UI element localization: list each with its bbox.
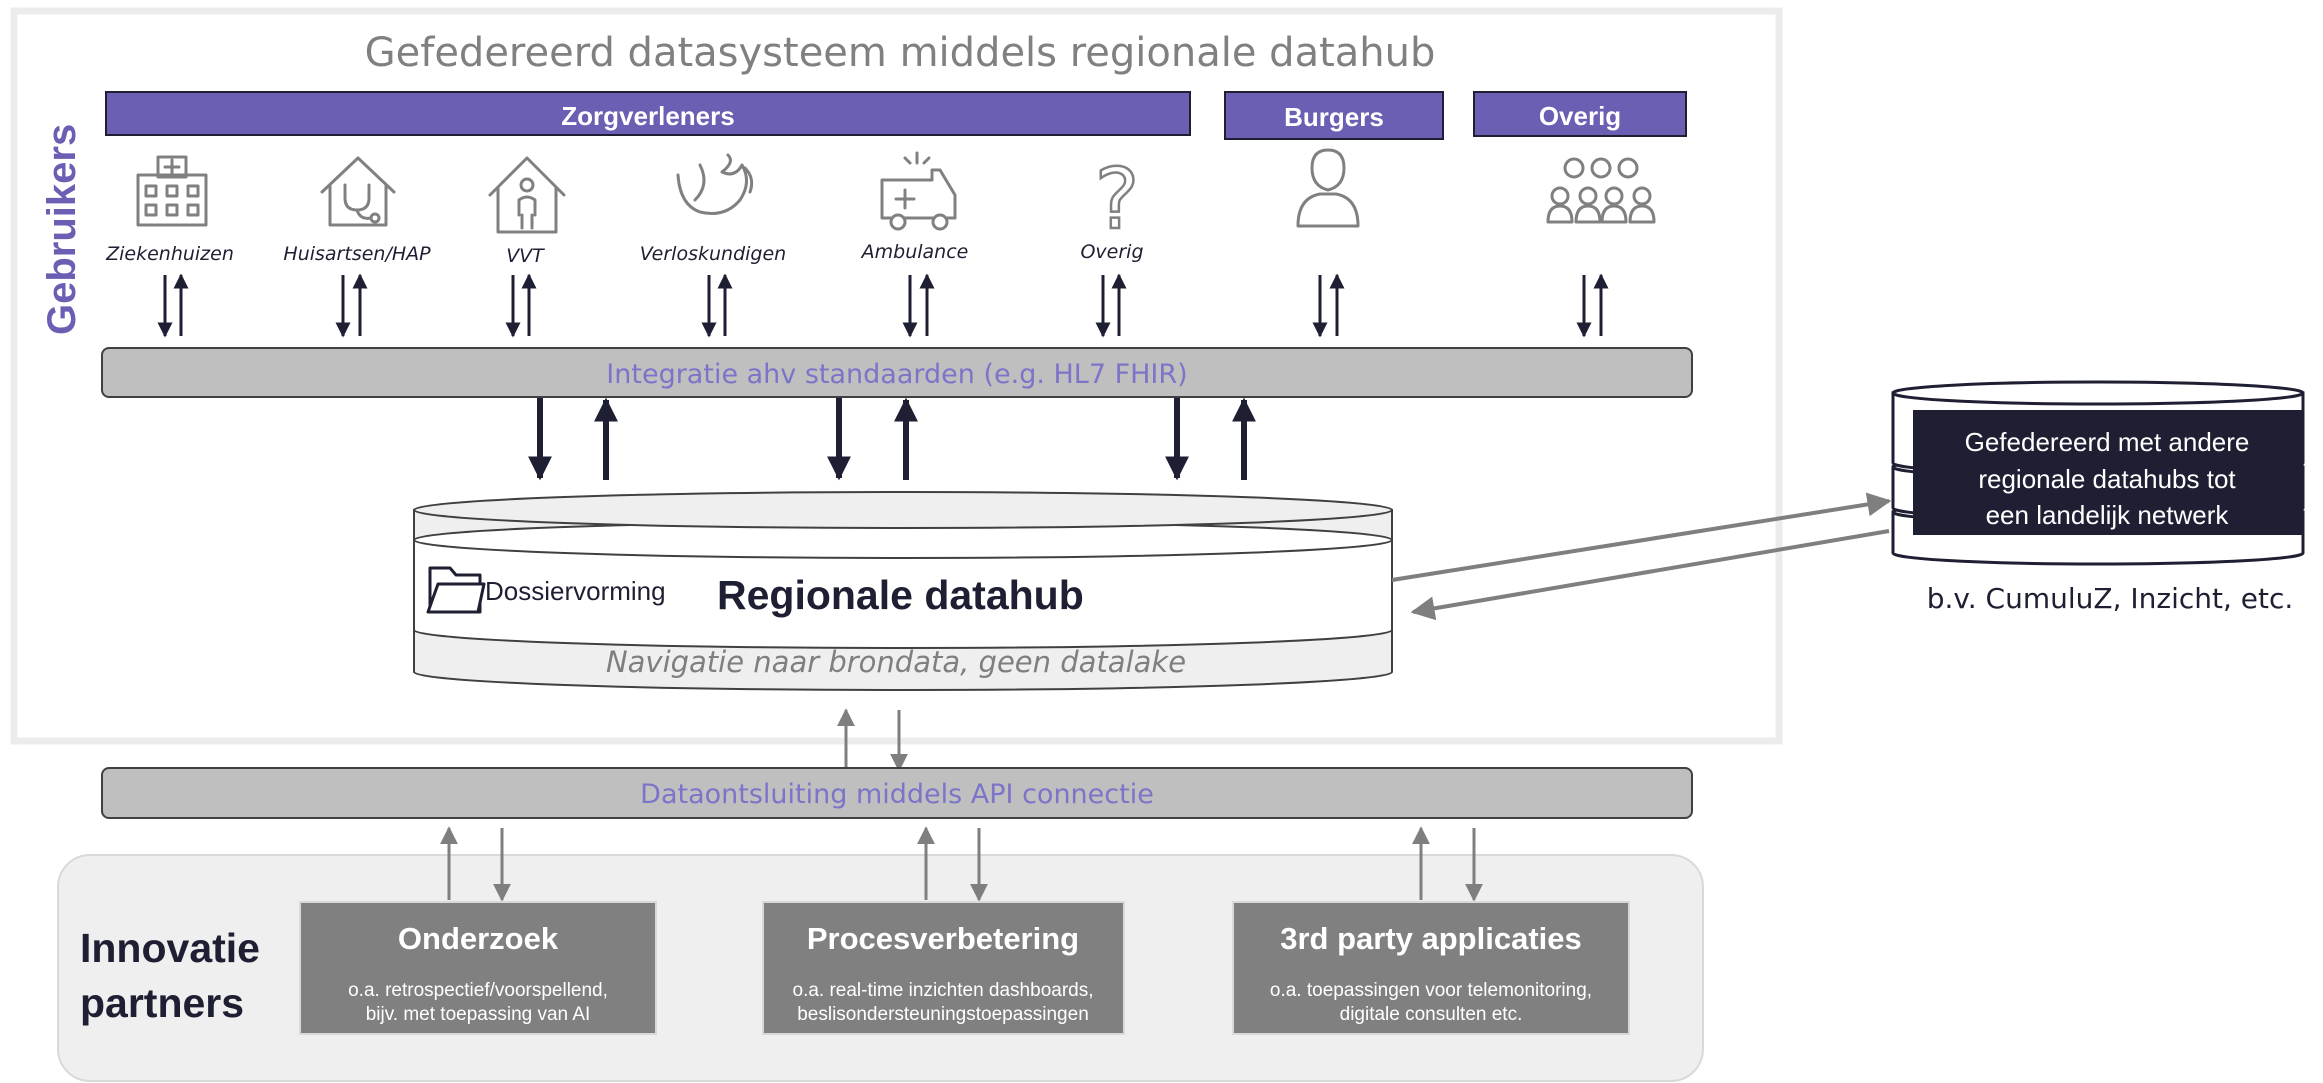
user-label: VVT [506,245,545,267]
house-stethoscope-icon [320,156,396,227]
zorgverleners-label: Zorgverleners [561,101,734,131]
partners-label: Innovatie [80,925,260,971]
partner-box-onderzoek: Onderzoek o.a. retrospectief/voorspellen… [299,901,657,1035]
user-arrows [902,273,935,338]
datahub-subtitle: Navigatie naar brondata, geen datalake [606,645,1186,679]
partner-box-text: o.a. retrospectief/voorspellend, [348,980,608,1001]
user-label: Ambulance [860,241,969,263]
datahub-title: Regionale datahub [717,572,1084,618]
partner-box-text: bijv. met toepassing van AI [366,1004,591,1025]
user-arrows [1095,273,1127,338]
overig-group-label: Overig [1539,101,1621,131]
group-icon [1546,157,1656,224]
hub-arrows [827,397,918,481]
person-icon [1296,148,1360,228]
diagram-title: Gefedereerd datasysteem middels regional… [365,30,1436,76]
user-label: Verloskundigen [640,243,786,265]
partner-arrows [917,826,988,902]
house-person-icon [488,156,566,234]
hub-arrows [1165,397,1256,481]
user-arrows [701,273,733,338]
datahub-cylinder [413,491,1393,691]
hub-arrows [528,397,618,481]
federated-text: Gefedereerd met andere [1965,427,2250,457]
partner-arrows [440,826,511,902]
zorgverleners-header [105,91,1191,136]
partner-box-title: 3rd party applicaties [1280,921,1582,956]
folder-label: Dossiervorming [485,576,666,606]
partner-arrows [1412,826,1483,902]
burgers-label: Burgers [1284,102,1384,132]
user-label: Huisartsen/HAP [283,243,431,265]
api-bar-label: Dataontsluiting middels API connectie [640,779,1154,810]
user-arrows [1312,273,1345,338]
integration-bar-label: Integratie ahv standaarden (e.g. HL7 FHI… [606,359,1187,390]
partner-box-title: Procesverbetering [807,921,1079,956]
partners-label: partners [80,980,244,1026]
user-arrows [157,273,189,338]
hospital-icon [136,155,208,227]
user-arrows [505,273,537,338]
integration-bar [101,347,1693,398]
user-label: Overig [1080,241,1143,263]
partner-box-text: o.a. toepassingen voor telemonitoring, [1270,980,1592,1001]
federated-text: een landelijk netwerk [1986,500,2230,530]
federated-box [1913,410,2302,535]
partner-box-procesverbetering: Procesverbetering o.a. real-time inzicht… [762,901,1125,1035]
partner-box-text: o.a. real-time inzichten dashboards, [793,980,1094,1001]
user-arrows [1576,273,1609,338]
partner-box-title: Onderzoek [398,921,559,956]
partner-box-text: beslisondersteuningstoepassingen [797,1004,1089,1025]
partner-box-3rd-party: 3rd party applicaties o.a. toepassingen … [1232,901,1630,1035]
partner-box-text: digitale consulten etc. [1340,1004,1523,1025]
user-label: Ziekenhuizen [105,243,234,265]
question-mark-icon: ? [1095,150,1140,248]
users-side-label: Gebruikers [40,124,84,335]
ambulance-icon [880,151,957,231]
folder-icon [426,566,486,614]
federated-example: b.v. CumuluZ, Inzicht, etc. [1927,582,2294,615]
federation-arrow-out [1391,492,1892,582]
overig-header [1473,91,1687,137]
burgers-header [1224,91,1444,140]
pregnancy-icon [676,153,754,215]
federated-text: regionale datahubs tot [1978,464,2236,494]
outer-frame [10,7,1783,745]
user-arrows [335,273,368,338]
federation-arrow-in [1410,529,1890,621]
api-bar [101,767,1693,819]
